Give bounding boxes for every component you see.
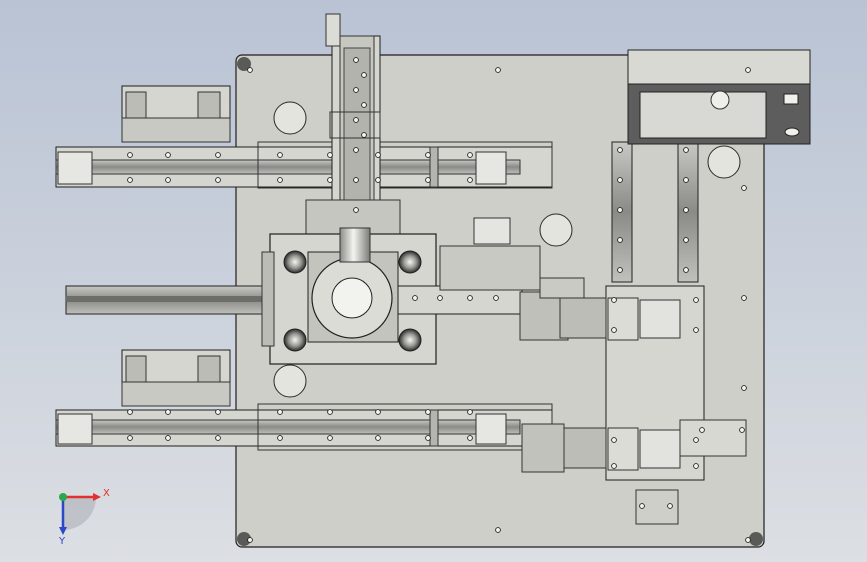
screw-hole-icon: [617, 147, 623, 153]
screw-hole-icon: [215, 409, 221, 415]
screw-hole-icon: [327, 152, 333, 158]
gear-icon-top-left: [283, 250, 307, 274]
screw-hole-icon: [683, 237, 689, 243]
axis-shadow: [63, 497, 96, 530]
screw-hole-icon: [495, 527, 501, 533]
screw-hole-icon: [127, 152, 133, 158]
screw-hole-icon: [699, 427, 705, 433]
screw-hole-icon: [741, 295, 747, 301]
panel-button-icon: [783, 93, 799, 105]
screw-hole-icon: [683, 177, 689, 183]
screw-hole-icon: [611, 327, 617, 333]
panel-indicator-icon: [784, 127, 800, 137]
screw-hole-icon: [277, 177, 283, 183]
screw-hole-icon: [353, 87, 359, 93]
screw-hole-icon: [495, 67, 501, 73]
screw-hole-icon: [247, 67, 253, 73]
rotary-motor-block: [261, 227, 437, 365]
screw-hole-icon: [739, 427, 745, 433]
screw-hole-icon: [277, 435, 283, 441]
screw-hole-icon: [467, 295, 473, 301]
screw-hole-icon: [215, 152, 221, 158]
upper-bracket: [121, 85, 231, 143]
screw-hole-icon: [361, 72, 367, 78]
screw-hole-icon: [693, 327, 699, 333]
control-panel: [627, 49, 811, 145]
screw-hole-icon: [611, 463, 617, 469]
screw-hole-icon: [693, 463, 699, 469]
screw-hole-icon: [611, 437, 617, 443]
gear-icon-bottom-left: [283, 328, 307, 352]
x-axis-arrowhead: [93, 493, 101, 501]
screw-hole-icon: [375, 177, 381, 183]
screw-hole-icon: [127, 435, 133, 441]
screw-hole-icon: [353, 117, 359, 123]
y-axis-label: Y: [58, 536, 66, 547]
screw-hole-icon: [277, 409, 283, 415]
y-axis-arrowhead: [59, 527, 67, 535]
screw-hole-icon: [247, 537, 253, 543]
screw-hole-icon: [667, 503, 673, 509]
screw-hole-icon: [361, 102, 367, 108]
lower-bracket: [121, 349, 231, 407]
screw-hole-icon: [639, 503, 645, 509]
screw-hole-icon: [165, 435, 171, 441]
screw-hole-icon: [467, 409, 473, 415]
gear-icon-bottom-right: [398, 328, 422, 352]
screw-hole-icon: [437, 295, 443, 301]
axis-triad: X Y: [58, 488, 110, 547]
screw-hole-icon: [683, 207, 689, 213]
screw-hole-icon: [683, 267, 689, 273]
screw-hole-icon: [617, 177, 623, 183]
screw-hole-icon: [617, 237, 623, 243]
screw-hole-icon: [693, 437, 699, 443]
screw-hole-icon: [745, 537, 751, 543]
screw-hole-icon: [425, 177, 431, 183]
screw-hole-icon: [353, 177, 359, 183]
screw-hole-icon: [412, 295, 418, 301]
screw-hole-icon: [693, 297, 699, 303]
screw-hole-icon: [425, 152, 431, 158]
screw-hole-icon: [741, 185, 747, 191]
linear-guide-rail: [65, 285, 263, 315]
z-axis-dot: [59, 493, 67, 501]
screw-hole-icon: [617, 267, 623, 273]
screw-hole-icon: [617, 207, 623, 213]
screw-hole-icon: [165, 152, 171, 158]
screw-hole-icon: [375, 152, 381, 158]
screw-hole-icon: [353, 57, 359, 63]
screw-hole-icon: [277, 152, 283, 158]
screw-hole-icon: [215, 435, 221, 441]
x-axis-label: X: [103, 488, 110, 499]
screw-hole-icon: [361, 132, 367, 138]
screw-hole-icon: [327, 409, 333, 415]
screw-hole-icon: [353, 207, 359, 213]
screw-holes: [127, 57, 751, 543]
gear-icon-top-right: [398, 250, 422, 274]
screw-hole-icon: [683, 147, 689, 153]
screw-hole-icon: [165, 409, 171, 415]
screw-hole-icon: [127, 409, 133, 415]
screw-hole-icon: [745, 67, 751, 73]
screw-hole-icon: [127, 177, 133, 183]
gripper-module: [521, 285, 747, 525]
screw-hole-icon: [611, 297, 617, 303]
screw-hole-icon: [327, 435, 333, 441]
screw-hole-icon: [493, 295, 499, 301]
screw-hole-icon: [353, 147, 359, 153]
screw-hole-icon: [467, 435, 473, 441]
screw-hole-icon: [215, 177, 221, 183]
screw-hole-icon: [425, 409, 431, 415]
screw-hole-icon: [165, 177, 171, 183]
screw-hole-icon: [375, 435, 381, 441]
screw-hole-icon: [425, 435, 431, 441]
screw-hole-icon: [467, 177, 473, 183]
screw-hole-icon: [327, 177, 333, 183]
screw-hole-icon: [375, 409, 381, 415]
screw-hole-icon: [741, 385, 747, 391]
screw-hole-icon: [467, 152, 473, 158]
